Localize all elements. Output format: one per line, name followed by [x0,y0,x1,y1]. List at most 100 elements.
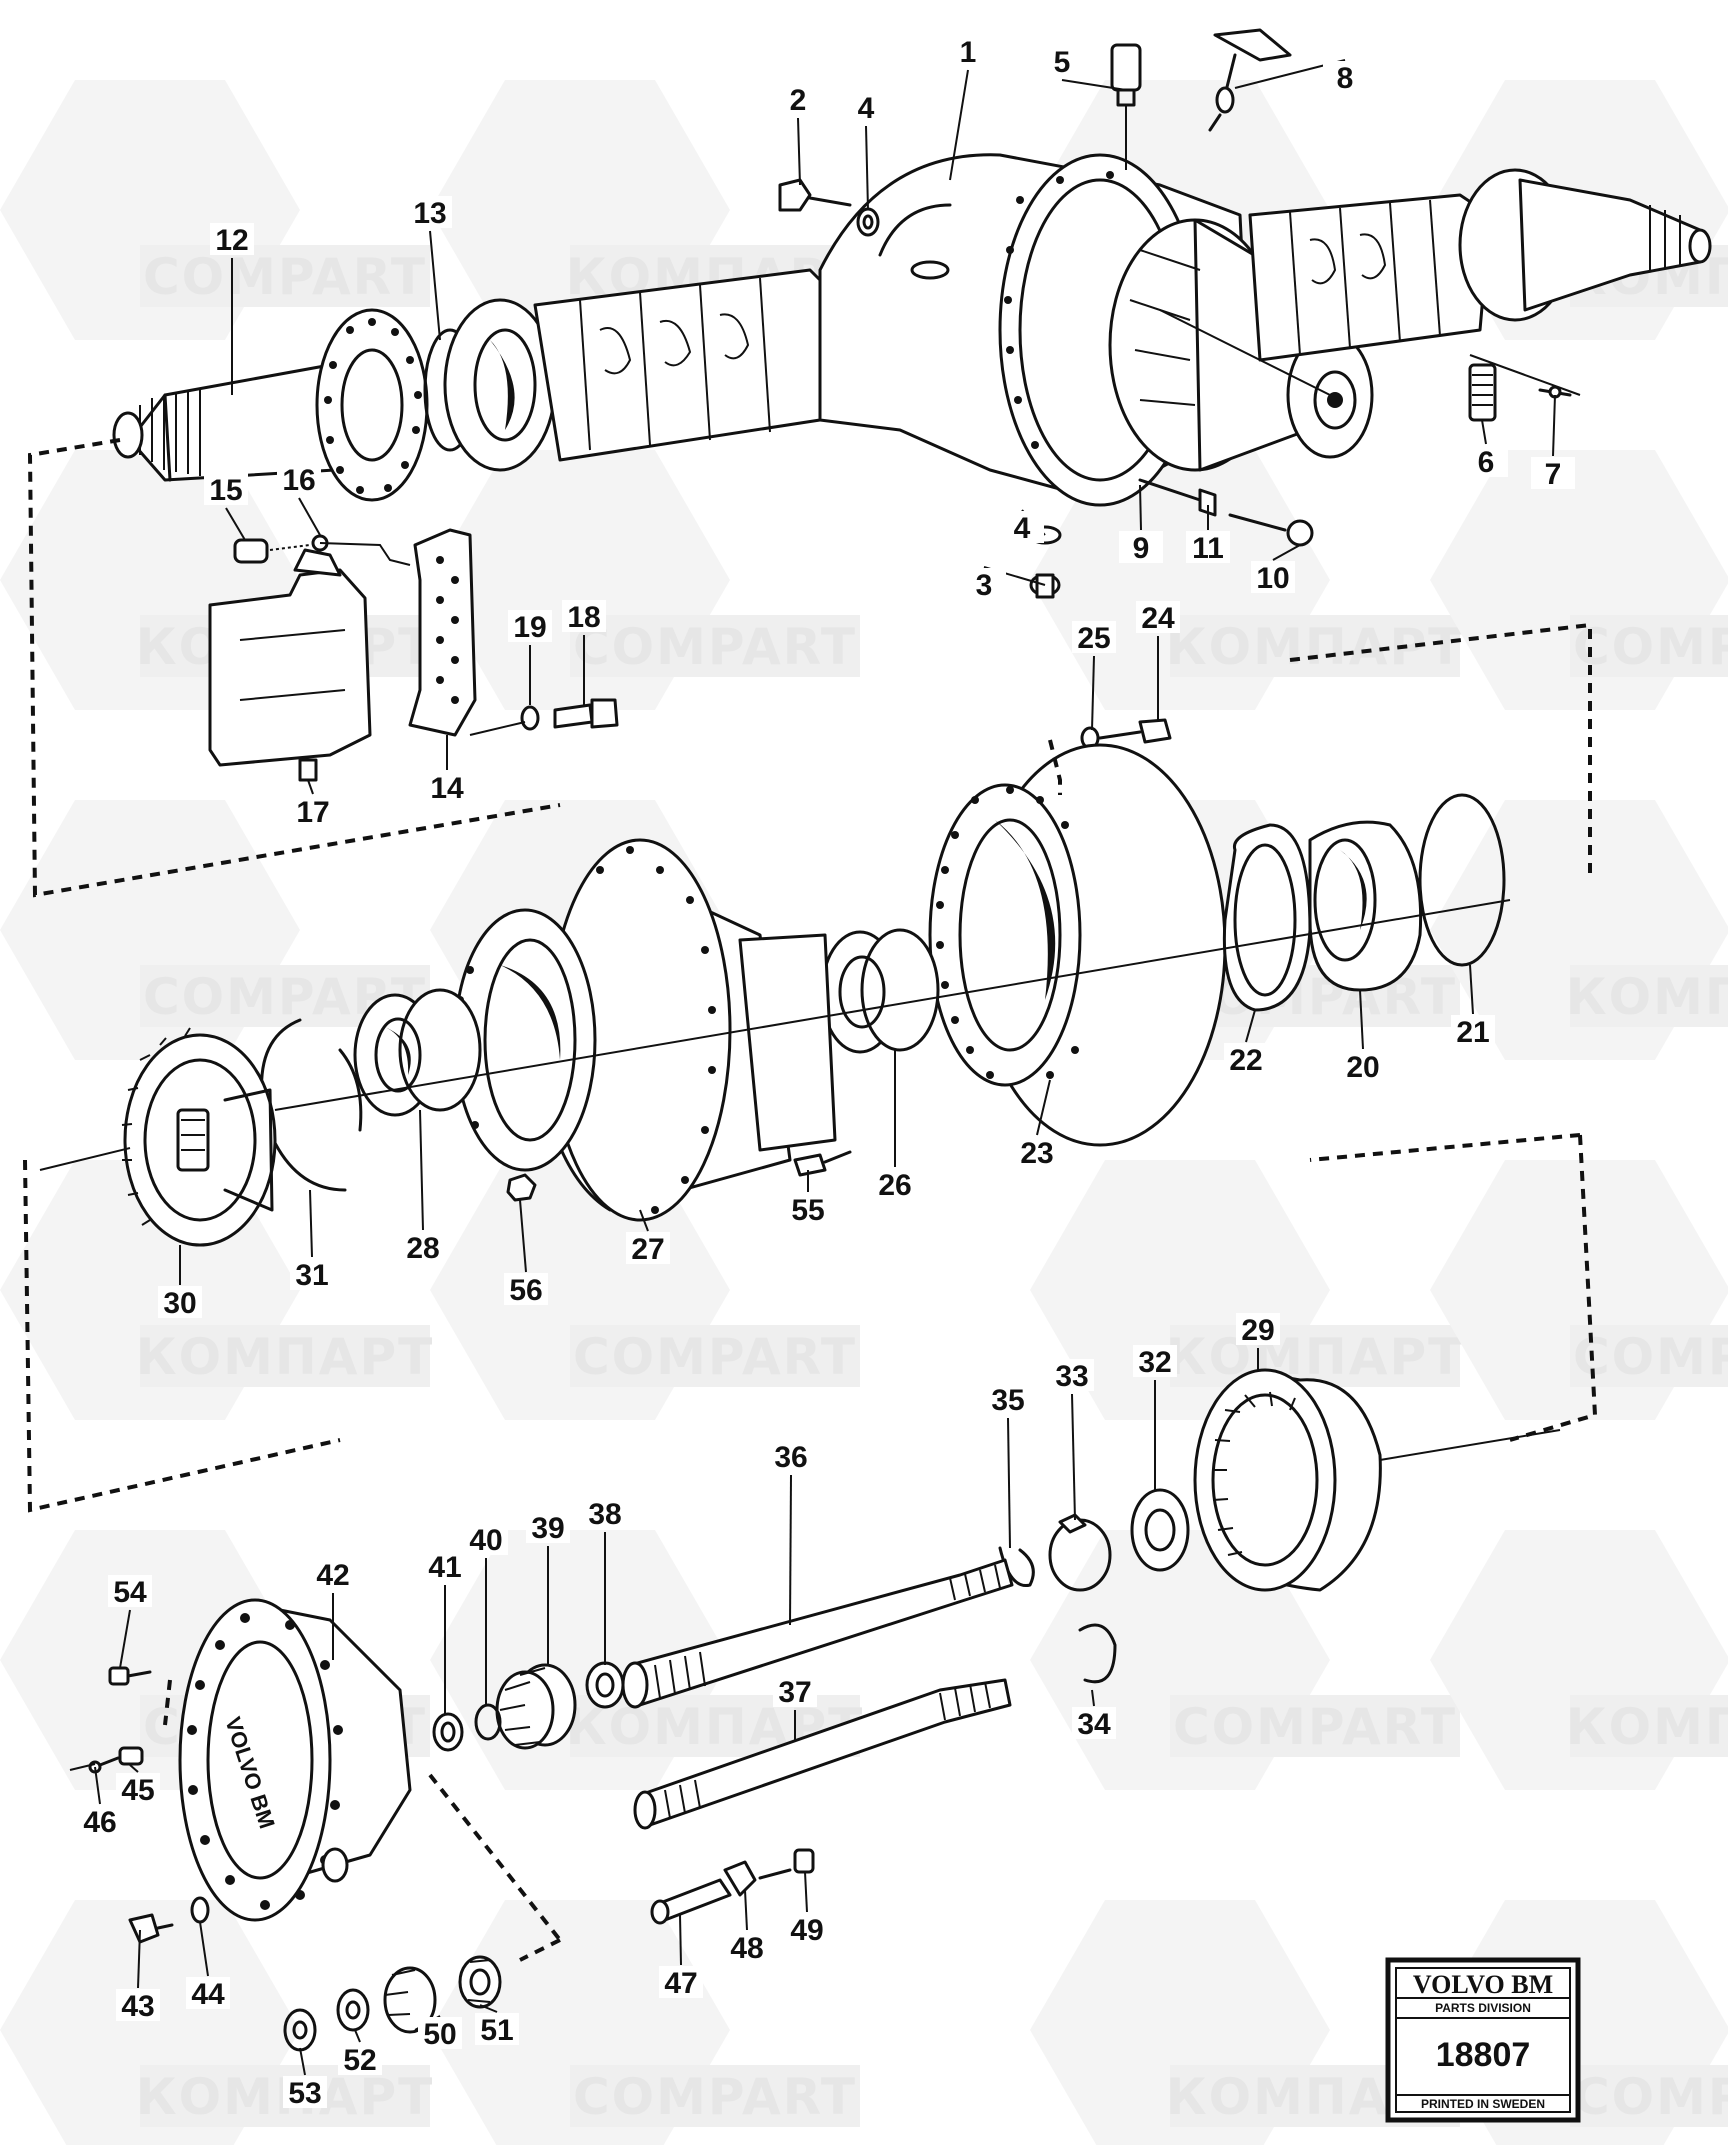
callout-backdrop [1341,1050,1385,1082]
callout-33: 33 [1055,1360,1088,1393]
callout-backdrop [1531,457,1575,489]
callout-53: 53 [288,2077,321,2110]
leader-line-33 [1071,1393,1076,1521]
part-21-seal [1418,793,1506,967]
watermark-band [1570,1695,1728,1757]
callout-56: 56 [509,1274,542,1307]
callout-4: 4 [1014,512,1031,545]
part-4-washer-top [856,207,880,237]
watermark-label: COMPART [1573,2068,1728,2126]
callout-5: 5 [1054,46,1071,79]
leader-line-45 [129,1764,139,1773]
callout-backdrop [504,1273,548,1305]
leader-line-10 [1272,544,1301,561]
callout-19: 19 [513,611,546,644]
part-33-lock [1048,1513,1112,1592]
callout-backdrop [986,1383,1030,1415]
callout-backdrop [1186,531,1230,563]
callout-6: 6 [1478,446,1495,479]
leader-line-9 [1139,484,1142,531]
callout-18: 18 [567,601,600,634]
leader-line-20 [1359,989,1364,1050]
callout-48: 48 [730,1932,763,1965]
callout-30: 30 [163,1287,196,1320]
leader-line-5 [1061,79,1127,91]
part-42-hub-cover: VOLVO BM [178,1598,412,1922]
leader-line-1 [949,69,969,181]
badge-division: PARTS DIVISION [1435,2001,1531,2015]
callout-backdrop [1072,621,1116,653]
callout-backdrop [1015,1136,1059,1168]
watermark-band [1170,1695,1460,1757]
callout-50: 50 [423,2018,456,2051]
callout-backdrop [873,1168,917,1200]
callout-backdrop [464,1523,508,1555]
callout-backdrop [1224,1043,1268,1075]
callout-23: 23 [1020,1137,1053,1170]
callout-backdrop [776,83,820,115]
watermark-label: КОМПАРТ [136,1328,434,1386]
part-26-bearing [820,928,940,1054]
watermark-tile: КОМПАРТ [0,1900,432,2145]
leader-line-49 [804,1871,808,1913]
part-30-planet-carrier [121,1027,277,1247]
watermark-band [570,2065,860,2127]
leader-line-2 [797,117,801,186]
part-38-washer [585,1661,625,1709]
watermark-label: COMPART [1573,1328,1728,1386]
part-40-washer [474,1703,502,1741]
part-9-bolt-11-nut-10 [1138,478,1314,547]
watermark-tile: COMPART [430,450,860,710]
callout-26: 26 [878,1169,911,1202]
callout-backdrop [659,1966,703,1998]
part-27-hub [451,838,837,1222]
part-36-halfshaft [621,1558,1014,1709]
callout-28: 28 [406,1232,439,1265]
callout-39: 39 [531,1512,564,1545]
callout-15: 15 [209,474,242,507]
part-47-48-49-pin [650,1848,815,1925]
callout-backdrop [290,1258,334,1290]
watermark-tile: COMPART [430,1160,860,1420]
watermark-band [570,615,860,677]
callout-backdrop [1050,1359,1094,1391]
leader-line-46 [94,1766,101,1805]
callout-backdrop [210,223,254,255]
leader-line-53 [299,2047,306,2076]
part-31-snap-ring [260,1018,363,1192]
part-23-brake-disc [928,743,1227,1147]
dashed-group-lines [23,438,1598,1962]
leader-line-16 [298,497,321,536]
watermark-band [1570,1325,1728,1387]
part-55-grease-nipple [793,1150,852,1177]
callout-13: 13 [413,197,446,230]
callout-backdrop [418,2017,462,2049]
part-24-25-bolt [1080,718,1172,750]
callout-backdrop [408,196,452,228]
axle-housing [112,153,1712,507]
callout-backdrop [311,1558,355,1590]
callout-backdrop [401,1231,445,1263]
part-34-circlip [1078,1623,1117,1684]
callout-backdrop [204,473,248,505]
callout-backdrop [1251,561,1295,593]
callout-backdrop [283,2076,327,2108]
callout-backdrop [725,1931,769,1963]
callout-9: 9 [1133,532,1150,565]
leader-line-31 [309,1189,313,1258]
leader-lines [94,59,1556,2076]
part-54-screw [108,1666,152,1686]
watermark-band [1570,2065,1728,2127]
callout-backdrop [583,1497,627,1529]
callout-backdrop [116,1989,160,2021]
callout-backdrop [291,795,335,827]
callout-35: 35 [991,1384,1024,1417]
watermark-label: COMPART [573,1328,857,1386]
callout-27: 27 [631,1233,664,1266]
watermark-tile: COMPART [0,800,430,1060]
leader-line-13 [429,230,441,341]
callout-backdrop [475,2013,519,2045]
callout-backdrop [785,1913,829,1945]
callout-backdrop [116,1773,160,1805]
watermark-band [570,1325,860,1387]
